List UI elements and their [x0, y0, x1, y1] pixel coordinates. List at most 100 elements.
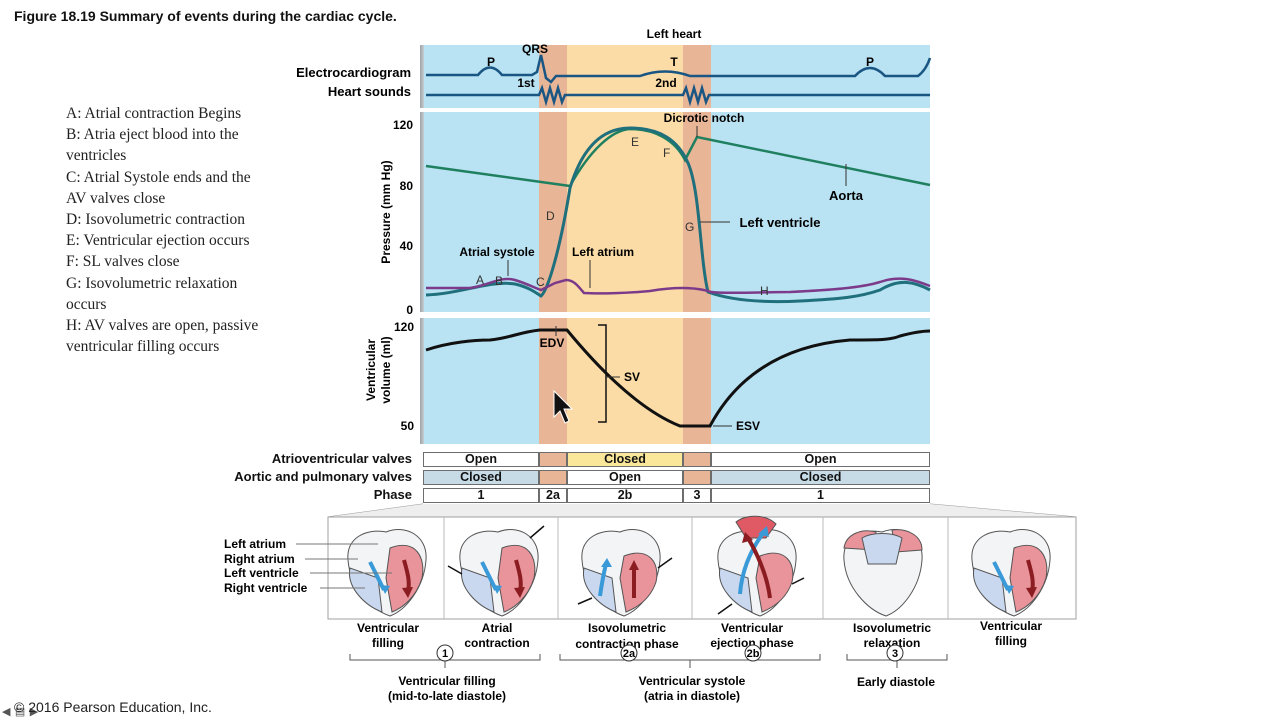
phase-cell-3: 3	[683, 488, 711, 503]
left-heart-label: Left heart	[647, 27, 702, 41]
group-early-diastole: Early diastole	[857, 675, 935, 689]
av-open-cell-1: Open	[423, 452, 539, 467]
caption-ventricular-filling-2-l2: filling	[995, 634, 1027, 648]
volume-tick-120: 120	[394, 320, 414, 334]
pressure-tick-40: 40	[400, 239, 414, 253]
sl-open-cell: Open	[567, 470, 683, 485]
fan-shade	[328, 504, 1076, 517]
previous-slide-icon[interactable]: ◀	[2, 706, 11, 718]
ecg-p-wave-2-label: P	[866, 55, 874, 69]
ecg-trace	[426, 54, 932, 84]
heart-sounds-trace	[426, 83, 930, 107]
phase-circle-1	[436, 644, 454, 662]
atrial-systole-label: Atrial systole	[459, 245, 535, 259]
sl-closed-cell-2: Closed	[711, 470, 930, 485]
caption-ventricular-ejection-l1: Ventricular	[721, 621, 783, 635]
point-h: H	[760, 284, 769, 298]
legend-item-e: E: Ventricular ejection occurs	[66, 232, 250, 250]
figure-title: Figure 18.19 Summary of events during th…	[14, 8, 397, 24]
phase-circle-3-text: 3	[892, 648, 898, 660]
chamber-leaders	[296, 543, 392, 589]
phase-circle-2b-text: 2b	[747, 648, 760, 660]
heart-atrial-contraction	[447, 525, 545, 617]
heart-isovolumetric-contraction	[577, 529, 673, 617]
heart-ventricular-ejection	[717, 515, 805, 617]
caption-ventricular-filling-2-l1: Ventricular	[980, 619, 1042, 633]
right-ventricle-heart-label: Right ventricle	[224, 581, 308, 595]
ventricular-volume-curve	[425, 328, 931, 428]
point-b: B	[495, 274, 503, 288]
volume-axis-label-line1: Ventricular	[364, 339, 378, 401]
group-ventricular-filling-l2: (mid-to-late diastole)	[388, 689, 506, 703]
next-slide-icon[interactable]: ▶	[29, 706, 39, 718]
caption-atrial-contraction-l2: contraction	[464, 636, 529, 650]
phase-circle-3	[886, 644, 904, 662]
caption-ventricular-ejection-l2: ejection phase	[710, 636, 794, 650]
heart-isovolumetric-relaxation	[843, 529, 923, 617]
pressure-axis-label: Pressure (mm Hg)	[379, 160, 393, 263]
caption-atrial-contraction-l1: Atrial	[482, 621, 513, 635]
phase-label: Phase	[373, 487, 412, 502]
av-closed-cell: Closed	[567, 452, 683, 467]
left-ventricle-pressure-curve	[425, 126, 931, 304]
phase-cell-1b: 1	[711, 488, 930, 503]
edv-label: EDV	[540, 336, 565, 350]
legend-item-a: A: Atrial contraction Begins	[66, 105, 242, 122]
mouse-cursor-icon	[553, 389, 574, 424]
phase-circle-2a-text: 2a	[623, 648, 636, 660]
left-ventricle-label: Left ventricle	[740, 215, 821, 230]
sv-label: SV	[624, 370, 640, 384]
first-sound-label: 1st	[517, 76, 534, 90]
ecg-p-wave-label: P	[487, 55, 495, 69]
av-valves-label: Atrioventricular valves	[271, 451, 412, 466]
legend-item-d: D: Isovolumetric contraction	[66, 211, 246, 229]
left-ventricle-heart-label: Left ventricle	[224, 566, 299, 580]
point-f: F	[663, 146, 670, 160]
esv-label: ESV	[736, 419, 760, 433]
cardiac-cycle-graph: Left heart Electrocardiogram Heart sound…	[296, 27, 932, 444]
sv-bracket	[598, 324, 607, 423]
point-g: G	[685, 220, 694, 234]
caption-isovolumetric-relaxation-l1: Isovolumetric	[853, 621, 931, 635]
av-open-cell-2: Open	[711, 452, 930, 467]
av-closed-cell-iso2	[683, 452, 711, 467]
phase-circle-2b	[744, 644, 762, 662]
heart-sounds-label: Heart sounds	[328, 84, 411, 99]
heart-illustrations: Left atrium Right atrium Left ventricle …	[224, 503, 1077, 703]
ecg-label: Electrocardiogram	[296, 65, 411, 80]
pressure-tick-120: 120	[393, 118, 413, 132]
pressure-panel-edge	[420, 112, 424, 312]
right-atrium-heart-label: Right atrium	[224, 552, 295, 566]
phase-cell-2b: 2b	[567, 488, 683, 503]
dicrotic-notch-label: Dicrotic notch	[664, 111, 745, 125]
left-atrium-pressure-curve	[426, 277, 931, 295]
group-ventricular-filling-l1: Ventricular filling	[398, 674, 495, 688]
phase-circle-1-text: 1	[442, 648, 448, 660]
copyright-notice: © 2016 Pearson Education, Inc.	[14, 699, 212, 715]
semilunar-valves-label: Aortic and pulmonary valves	[234, 469, 412, 484]
sl-closed-cell-iso2	[683, 470, 711, 485]
av-closed-cell-iso1	[539, 452, 567, 467]
caption-isovolumetric-relaxation-l2: relaxation	[864, 636, 921, 650]
event-legend: A: Atrial contraction Begins B: Atria ej…	[66, 103, 306, 357]
phase-cell-2a: 2a	[539, 488, 567, 503]
legend-item-f: F: SL valves close	[66, 253, 180, 271]
group-ventricular-systole-l2: (atria in diastole)	[644, 689, 740, 703]
caption-ventricular-filling-1-l2: filling	[372, 636, 404, 650]
ecg-panel-edge	[420, 45, 424, 108]
second-sound-label: 2nd	[655, 76, 676, 90]
volume-tick-50: 50	[401, 419, 415, 433]
left-atrium-heart-label: Left atrium	[224, 537, 286, 551]
caption-ventricular-filling-1-l1: Ventricular	[357, 621, 419, 635]
phase-cell-1: 1	[423, 488, 539, 503]
slide-menu-icon[interactable]: ▤	[14, 706, 26, 718]
volume-panel-edge	[420, 318, 424, 444]
ecg-t-wave-label: T	[670, 55, 678, 69]
slide-nav-controls: ◀ ▤ ▶	[2, 702, 62, 718]
point-e: E	[631, 135, 639, 149]
point-c: C	[536, 275, 545, 289]
